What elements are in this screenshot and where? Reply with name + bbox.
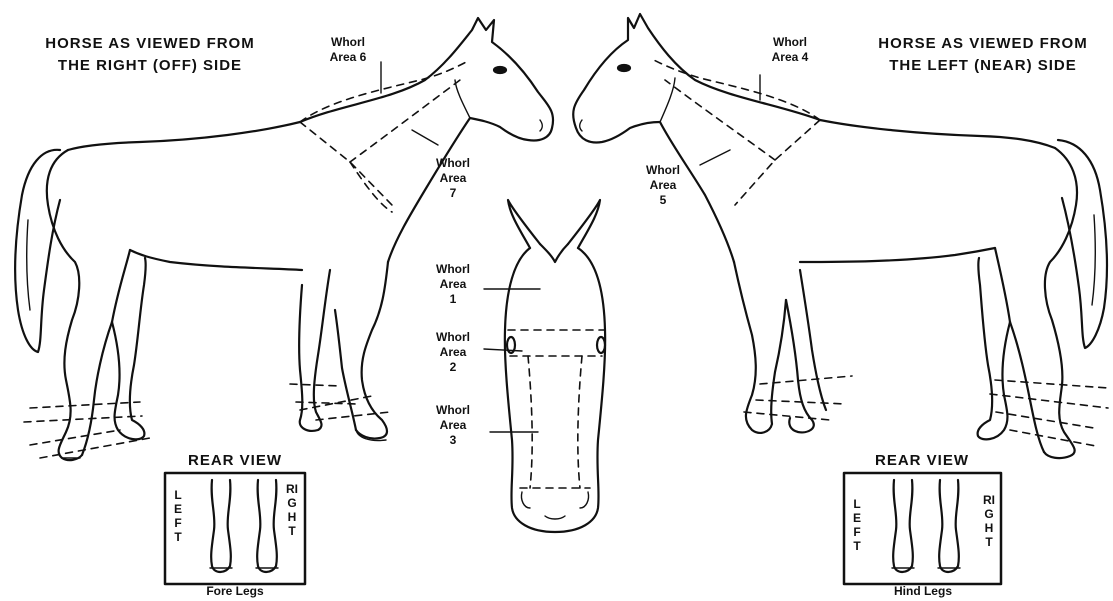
whorl-area-2-label: Whorl Area 2 (428, 330, 478, 375)
whorl-area-7-label: Whorl Area 7 (428, 156, 478, 201)
rear-view-fore-title: REAR VIEW (175, 452, 295, 470)
rear-view-fore-legs-panel (165, 473, 305, 584)
whorl-area-1-label: Whorl Area 1 (428, 262, 478, 307)
rear-view-hind-legs-panel (844, 473, 1001, 584)
rear-view-hind-caption: Hind Legs (883, 584, 963, 598)
rear-view-hind-right-label: RIGHT (982, 493, 996, 549)
horse-right-side-view (15, 18, 553, 460)
rear-view-fore-caption: Fore Legs (195, 584, 275, 598)
whorl-area-3-label: Whorl Area 3 (428, 403, 478, 448)
whorl-area-6-label: Whorl Area 6 (318, 35, 378, 65)
horse-head-front-view (484, 200, 605, 532)
heading-right-off-side: HORSE AS VIEWED FROM THE RIGHT (OFF) SID… (30, 33, 270, 77)
horse-left-side-view (573, 14, 1108, 458)
whorl-area-4-label: Whorl Area 4 (760, 35, 820, 65)
rear-view-fore-left-label: LEFT (171, 488, 185, 544)
whorl-area-5-label: Whorl Area 5 (638, 163, 688, 208)
rear-view-hind-left-label: LEFT (850, 497, 864, 553)
rear-view-hind-title: REAR VIEW (862, 452, 982, 470)
rear-view-fore-right-label: RIGHT (285, 482, 299, 538)
heading-left-near-side: HORSE AS VIEWED FROM THE LEFT (NEAR) SID… (857, 33, 1109, 77)
